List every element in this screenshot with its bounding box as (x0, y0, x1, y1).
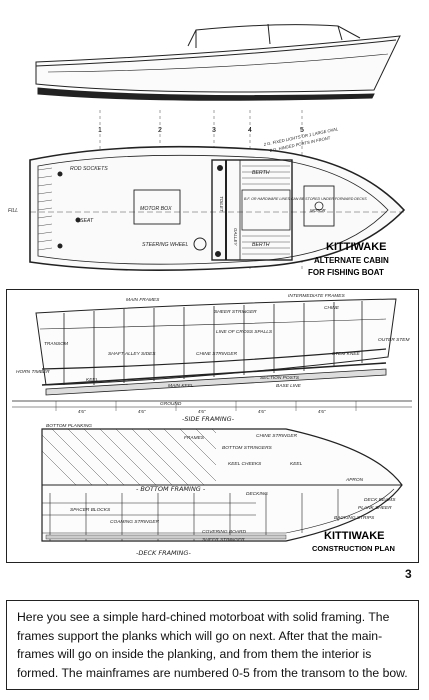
label-frames: FRAMES (184, 435, 205, 441)
label-motor-box: MOTOR BOX (140, 206, 172, 212)
side-framing-drawing (12, 298, 412, 411)
dim-1: 4'6" (78, 409, 86, 414)
alternate-cabin-drawing: 1 2 3 4 5 (8, 23, 406, 277)
label-keel-2: KEEL (290, 461, 303, 467)
boat-plan-view (29, 145, 406, 271)
label-toilet: TOILET (219, 196, 224, 213)
label-keel: KEEL (86, 377, 99, 383)
label-berth-bottom: BERTH (252, 242, 270, 248)
label-apron: APRON (345, 477, 364, 483)
drawing-subtitle-top-2: FOR FISHING BOAT (308, 268, 384, 277)
label-rod-sockets: ROD SOCKETS (70, 166, 108, 172)
label-covering-board: COVERING BOARD (202, 529, 247, 535)
alternate-cabin-title: KITTIWAKE ALTERNATE CABIN FOR FISHING BO… (308, 241, 389, 277)
side-framing-labels: MAIN FRAMES INTERMEDIATE FRAMES SHEER ST… (16, 293, 409, 407)
label-deck-beams: DECK BEAMS (364, 497, 396, 503)
label-transom: TRANSOM (44, 341, 68, 347)
label-galley: GALLEY (233, 228, 238, 247)
label-intermediate-frames: INTERMEDIATE FRAMES (288, 293, 345, 299)
label-spacer-blocks: SPACER BLOCKS (70, 507, 111, 513)
side-framing-title: -SIDE FRAMING- (182, 415, 235, 423)
label-berth-top: BERTH (252, 170, 270, 176)
label-base-line: BASE LINE (276, 383, 302, 389)
label-chine: CHINE (324, 305, 340, 311)
label-seat: SEAT (80, 218, 94, 224)
label-section-posts: SECTION POSTS (260, 375, 300, 381)
label-backing-strips: BACKING STRIPS (334, 515, 375, 521)
dim-4: 4'6" (258, 409, 266, 414)
dim-2: 4'6" (138, 409, 146, 414)
label-main-frames: MAIN FRAMES (126, 297, 160, 303)
label-steering-wheel: STEERING WHEEL (142, 242, 189, 248)
construction-plan-drawing: MAIN FRAMES INTERMEDIATE FRAMES SHEER ST… (6, 289, 419, 563)
label-storage: B.F. OR HARDWARE LINES CAN BE STORED UND… (244, 197, 367, 201)
dim-3: 4'6" (198, 409, 206, 414)
label-fill: FILL (8, 208, 18, 214)
bottom-framing-title: - BOTTOM FRAMING - (136, 485, 206, 493)
construction-plan-title: KITTIWAKE CONSTRUCTION PLAN (312, 530, 395, 553)
boat-profile (35, 23, 401, 101)
label-ground: GROUND (160, 401, 182, 407)
label-main-keel: MAIN KEEL (168, 383, 194, 389)
label-chine-stringer: CHINE STRINGER (196, 351, 238, 357)
label-cross-spalls: LINE OF CROSS SPALLS (216, 329, 273, 335)
drawing-title-top: KITTIWAKE (326, 241, 387, 253)
caption-text: Here you see a simple hard-chined motorb… (17, 610, 408, 680)
label-plank-sheer: PLANK SHEER (358, 505, 392, 511)
label-bottom-stringers: BOTTOM STRINGERS (222, 445, 273, 451)
deck-framing-title: -DECK FRAMING- (136, 549, 191, 557)
label-sheer-stringer: SHEER STRINGER (214, 309, 257, 315)
page-number: 3 (405, 567, 412, 581)
drawing-subtitle-bottom: CONSTRUCTION PLAN (312, 544, 395, 553)
label-outer-stem: OUTER STEM (378, 337, 409, 343)
label-horn-timber: HORN TIMBER (16, 369, 50, 375)
drawing-subtitle-top-1: ALTERNATE CABIN (314, 256, 389, 265)
label-coaming-stringer: COAMING STRINGER (110, 519, 160, 525)
dim-5: 4'6" (318, 409, 326, 414)
label-decking: DECKING (246, 491, 268, 497)
label-keel-cheeks: KEEL CHEEKS (228, 461, 262, 467)
label-shaft-alley: SHAFT ALLEY SIDES (108, 351, 156, 357)
bottom-framing-drawing (41, 428, 403, 542)
bottom-framing-labels: BOTTOM PLANKING FRAMES CHINE STRINGER BO… (46, 423, 396, 543)
caption-box: Here you see a simple hard-chined motorb… (6, 600, 419, 690)
label-chine-stringer-2: CHINE STRINGER (256, 433, 298, 439)
label-bottom-planking: BOTTOM PLANKING (46, 423, 92, 429)
label-motor: MOTOR (310, 208, 326, 213)
label-stem-knee: STEM KNEE (332, 351, 361, 357)
dimension-labels: 4'6" 4'6" 4'6" 4'6" 4'6" (78, 409, 326, 414)
label-sheer-stringer-2: SHEER STRINGER (202, 537, 245, 543)
drawing-title-bottom: KITTIWAKE (324, 530, 385, 542)
